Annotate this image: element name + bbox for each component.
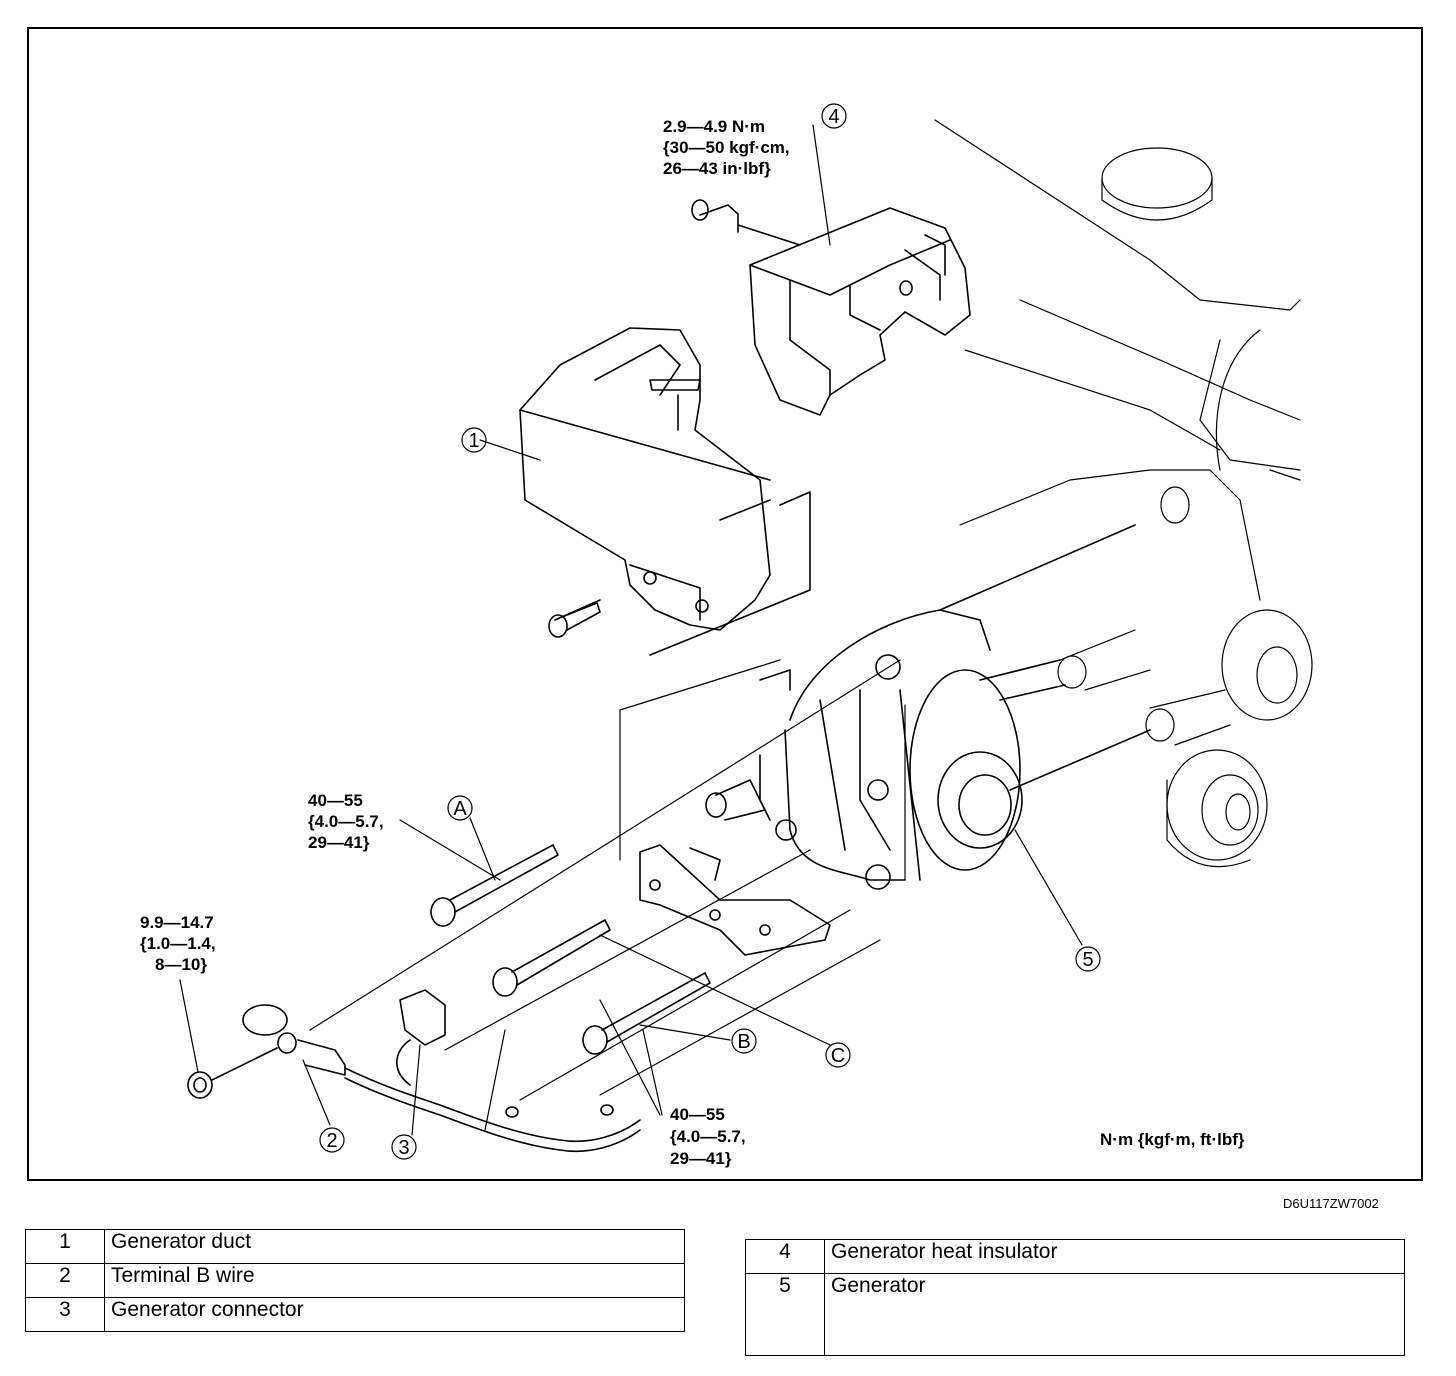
- legend-row: 4 Generator heat insulator: [745, 1239, 1405, 1274]
- bolt-b: [582, 972, 711, 1055]
- legend-part-name: Generator heat insulator: [824, 1239, 1405, 1274]
- callout-c: C: [831, 1045, 845, 1067]
- svg-text:2.9—4.9 N·m: 2.9—4.9 N·m: [663, 117, 765, 136]
- leader-lines: [179, 124, 1083, 1136]
- svg-text:{4.0—5.7,: {4.0—5.7,: [308, 812, 384, 831]
- svg-text:26—43 in·lbf}: 26—43 in·lbf}: [663, 159, 771, 178]
- torque-spec-bolts-bc: 40—55 {4.0—5.7, 29—41}: [670, 1105, 746, 1168]
- legend-number: 4: [745, 1239, 825, 1274]
- svg-text:{1.0—1.4,: {1.0—1.4,: [140, 934, 216, 953]
- mounting-bracket: [639, 844, 831, 956]
- callout-3: 3: [398, 1137, 409, 1159]
- diagram-frame: [27, 27, 1423, 1181]
- legend-row: 2 Terminal B wire: [25, 1263, 685, 1298]
- figure-code: D6U117ZW7002: [1283, 1196, 1379, 1211]
- callout-2: 2: [326, 1130, 337, 1152]
- torque-spec-duct-bolt: 2.9—4.9 N·m {30—50 kgf·cm, 26—43 in·lbf}: [663, 117, 790, 178]
- svg-text:8—10}: 8—10}: [155, 955, 207, 974]
- heat-insulator: [691, 199, 971, 416]
- svg-text:40—55: 40—55: [308, 791, 363, 810]
- engine-block: [934, 119, 1313, 868]
- legend-table-left: 1 Generator duct 2 Terminal B wire 3 Gen…: [25, 1229, 685, 1332]
- legend-number: 5: [745, 1273, 825, 1356]
- units-note: N·m {kgf·m, ft·lbf}: [1100, 1130, 1245, 1149]
- torque-spec-bolt-a: 40—55 {4.0—5.7, 29—41}: [308, 791, 384, 852]
- svg-text:{4.0—5.7,: {4.0—5.7,: [670, 1127, 746, 1146]
- generator: [705, 524, 1151, 890]
- callout-5: 5: [1082, 949, 1093, 971]
- legend-number: 3: [25, 1297, 105, 1332]
- legend-row: 5 Generator: [745, 1273, 1405, 1356]
- callout-4: 4: [828, 106, 839, 128]
- legend-table-right: 4 Generator heat insulator 5 Generator: [745, 1239, 1405, 1356]
- svg-text:29—41}: 29—41}: [308, 833, 370, 852]
- svg-text:40—55: 40—55: [670, 1105, 725, 1124]
- legend-part-name: Generator duct: [104, 1229, 685, 1264]
- bolt-c: [492, 919, 611, 997]
- legend-part-name: Generator connector: [104, 1297, 685, 1332]
- svg-text:9.9—14.7: 9.9—14.7: [140, 913, 214, 932]
- callout-a: A: [453, 798, 467, 820]
- wiring-harness: [187, 989, 641, 1153]
- svg-text:{30—50 kgf·cm,: {30—50 kgf·cm,: [663, 138, 790, 157]
- legend-number: 2: [25, 1263, 105, 1298]
- torque-spec-nut: 9.9—14.7 {1.0—1.4, 8—10}: [140, 913, 216, 974]
- legend-part-name: Generator: [824, 1273, 1405, 1356]
- svg-text:29—41}: 29—41}: [670, 1149, 732, 1168]
- bolt-a: [430, 844, 559, 927]
- legend-number: 1: [25, 1229, 105, 1264]
- legend-part-name: Terminal B wire: [104, 1263, 685, 1298]
- callout-b: B: [737, 1031, 750, 1053]
- generator-duct: [519, 327, 811, 656]
- legend-row: 3 Generator connector: [25, 1297, 685, 1332]
- callout-1: 1: [468, 430, 479, 452]
- legend-row: 1 Generator duct: [25, 1229, 685, 1264]
